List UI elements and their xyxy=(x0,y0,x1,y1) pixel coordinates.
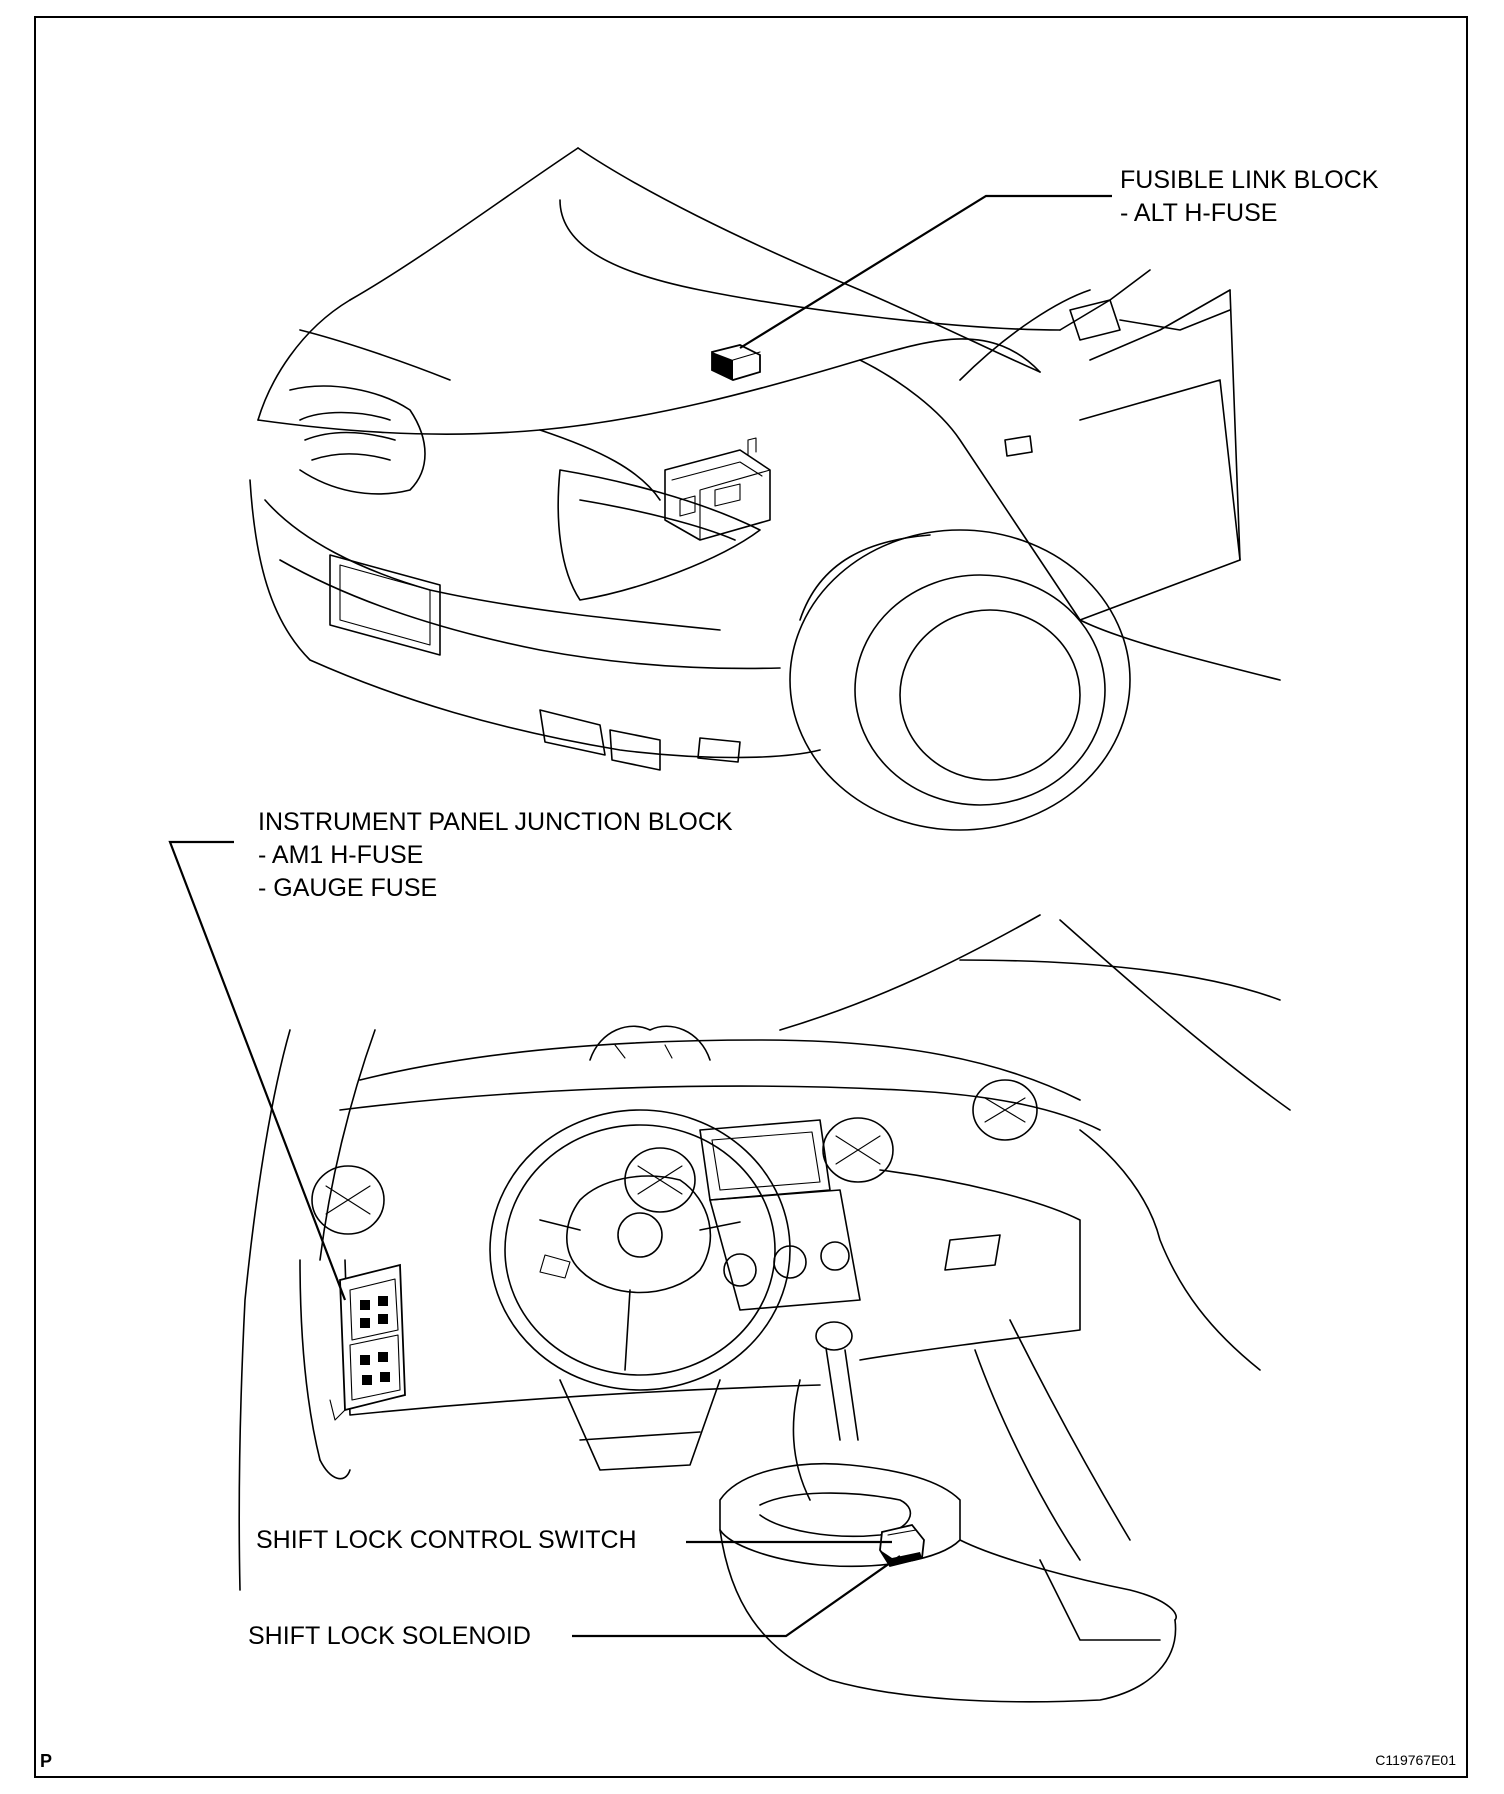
vehicle-interior-drawing xyxy=(238,914,1291,1703)
gauge-fuse-label: - GAUGE FUSE xyxy=(258,874,438,902)
fusible-link-block-part xyxy=(711,344,761,381)
shift-lock-switch-solenoid-part xyxy=(879,1523,925,1568)
fusible-link-block-label: FUSIBLE LINK BLOCK - ALT H-FUSE xyxy=(1120,164,1378,230)
page-mark: P xyxy=(40,1751,53,1771)
shift-lock-solenoid-leader xyxy=(572,1555,901,1638)
instrument-panel-junction-block-leader xyxy=(168,840,347,1301)
instrument-panel-junction-block-part xyxy=(329,1263,406,1421)
fusible-link-block-title: FUSIBLE LINK BLOCK xyxy=(1120,166,1379,194)
instrument-panel-junction-block-title: INSTRUMENT PANEL JUNCTION BLOCK xyxy=(258,808,733,836)
figure-code: C119767E01 xyxy=(1375,1752,1456,1768)
shift-lock-solenoid-label: SHIFT LOCK SOLENOID xyxy=(248,1622,531,1650)
fusible-link-block-leader xyxy=(739,194,1112,349)
vehicle-front-drawing xyxy=(249,147,1281,831)
instrument-panel-junction-block-label: INSTRUMENT PANEL JUNCTION BLOCK - AM1 H-… xyxy=(258,806,733,905)
shift-lock-control-switch-label: SHIFT LOCK CONTROL SWITCH xyxy=(256,1526,637,1554)
am1-h-fuse-label: - AM1 H-FUSE xyxy=(258,841,424,869)
alt-h-fuse-label: - ALT H-FUSE xyxy=(1120,199,1278,227)
